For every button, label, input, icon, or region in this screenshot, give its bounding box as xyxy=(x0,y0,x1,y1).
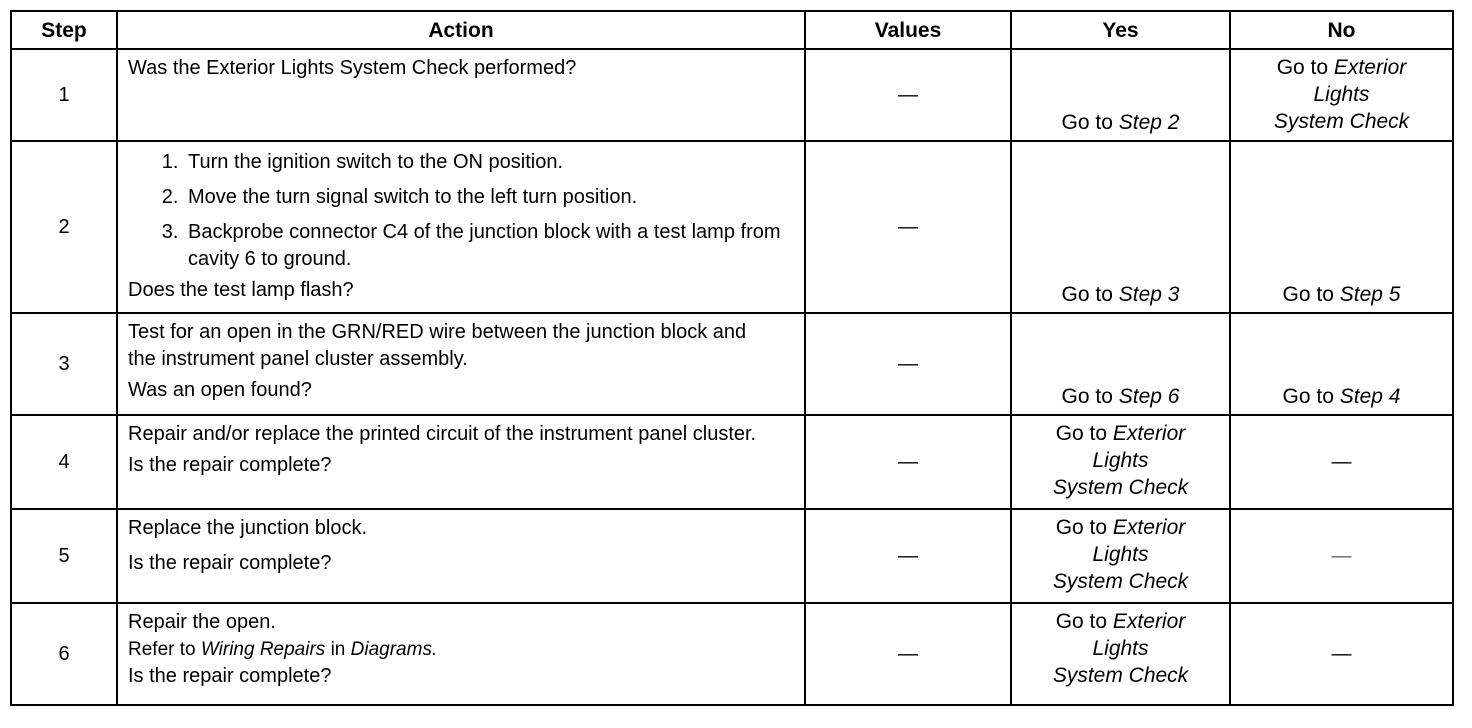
yes-cell: Go to Step 6 xyxy=(1010,312,1231,416)
question-text: Is the repair complete? xyxy=(128,665,332,687)
step-number: 6 xyxy=(10,602,118,706)
values-cell: — xyxy=(804,414,1012,510)
refer-text: Refer to Wiring Repairs in Diagrams. xyxy=(128,639,438,660)
step-number: 1 xyxy=(10,48,118,142)
list-item: Move the turn signal switch to the left … xyxy=(184,184,796,211)
table-row: 5 Replace the junction block. Is the rep… xyxy=(10,508,1454,604)
step-link[interactable]: Step 2 xyxy=(1118,111,1180,134)
header-yes: Yes xyxy=(1010,10,1231,50)
action-text: Test for an open in the GRN/RED wire bet… xyxy=(128,321,747,370)
list-item: Turn the ignition switch to the ON posit… xyxy=(184,149,796,176)
no-cell: Go to Step 4 xyxy=(1229,312,1454,416)
step-link[interactable]: Step 6 xyxy=(1118,385,1180,408)
action-text: Repair the open. xyxy=(128,611,276,633)
no-cell: Go to Step 5 xyxy=(1229,140,1454,314)
step-number: 5 xyxy=(10,508,118,604)
header-action: Action xyxy=(116,10,806,50)
yes-cell: Go to Step 3 xyxy=(1010,140,1231,314)
instruction-list: Turn the ignition switch to the ON posit… xyxy=(128,149,796,273)
table-row: 6 Repair the open. Refer to Wiring Repai… xyxy=(10,602,1454,706)
action-cell: Replace the junction block. Is the repai… xyxy=(116,508,806,604)
no-cell: — xyxy=(1229,414,1454,510)
wiring-repairs-link[interactable]: Wiring Repairs xyxy=(200,639,326,660)
header-values: Values xyxy=(804,10,1012,50)
table-row: 1 Was the Exterior Lights System Check p… xyxy=(10,48,1454,142)
goto-text: Go to xyxy=(1282,283,1334,306)
action-text: Replace the junction block. xyxy=(128,517,368,539)
action-cell: Was the Exterior Lights System Check per… xyxy=(116,48,806,142)
action-cell: Test for an open in the GRN/RED wire bet… xyxy=(116,312,806,416)
list-item: Backprobe connector C4 of the junction b… xyxy=(184,219,796,273)
goto-text: Go to xyxy=(1061,111,1113,134)
goto-text: Go to xyxy=(1282,385,1334,408)
values-cell: — xyxy=(804,508,1012,604)
step-link[interactable]: Step 5 xyxy=(1339,283,1401,306)
step-number: 4 xyxy=(10,414,118,510)
goto-text: Go to xyxy=(1055,516,1108,539)
values-cell: — xyxy=(804,312,1012,416)
diagnostic-table: Step Action Values Yes No 1 Was the Exte… xyxy=(10,10,1454,706)
question-text: Is the repair complete? xyxy=(128,552,332,574)
action-cell: Turn the ignition switch to the ON posit… xyxy=(116,140,806,314)
step-link[interactable]: Step 3 xyxy=(1118,283,1180,306)
no-cell: — xyxy=(1229,508,1454,604)
step-number: 3 xyxy=(10,312,118,416)
header-row: Step Action Values Yes No xyxy=(10,10,1454,50)
goto-text: Go to xyxy=(1061,385,1113,408)
values-cell: — xyxy=(804,602,1012,706)
goto-text: Go to xyxy=(1055,422,1108,445)
goto-text: Go to xyxy=(1055,610,1108,633)
step-link[interactable]: Step 4 xyxy=(1339,385,1401,408)
question-text: Is the repair complete? xyxy=(128,454,332,476)
table-row: 4 Repair and/or replace the printed circ… xyxy=(10,414,1454,510)
table-row: 3 Test for an open in the GRN/RED wire b… xyxy=(10,312,1454,416)
values-cell: — xyxy=(804,48,1012,142)
goto-text: Go to xyxy=(1061,283,1113,306)
table-row: 2 Turn the ignition switch to the ON pos… xyxy=(10,140,1454,314)
diagrams-link[interactable]: Diagrams. xyxy=(350,639,438,660)
goto-text: Go to xyxy=(1276,56,1329,79)
yes-cell: Go to Step 2 xyxy=(1010,48,1231,142)
no-cell: — xyxy=(1229,602,1454,706)
header-no: No xyxy=(1229,10,1454,50)
header-step: Step xyxy=(10,10,118,50)
action-cell: Repair and/or replace the printed circui… xyxy=(116,414,806,510)
question-text: Does the test lamp flash? xyxy=(128,279,354,301)
values-cell: — xyxy=(804,140,1012,314)
step-number: 2 xyxy=(10,140,118,314)
question-text: Was an open found? xyxy=(128,379,312,401)
action-text: Was the Exterior Lights System Check per… xyxy=(128,57,577,79)
action-text: Repair and/or replace the printed circui… xyxy=(128,423,757,445)
action-cell: Repair the open. Refer to Wiring Repairs… xyxy=(116,602,806,706)
